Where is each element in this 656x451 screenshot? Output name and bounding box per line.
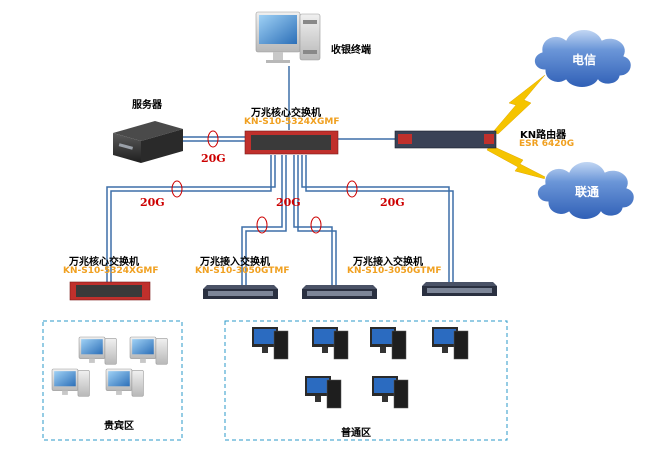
zone-vip-border bbox=[42, 320, 183, 441]
bandwidth-mid: 20G bbox=[276, 196, 301, 209]
zone-vip-label: 贵宾区 bbox=[104, 421, 134, 432]
zones bbox=[42, 320, 508, 441]
sub-core-switch-icon bbox=[69, 281, 151, 301]
lightning-bolt-telecom bbox=[492, 74, 546, 135]
core-switch-icon bbox=[244, 130, 339, 155]
server-led bbox=[118, 143, 134, 150]
tower bbox=[299, 13, 321, 61]
cloud-telecom bbox=[534, 29, 632, 88]
router-model: ESR 6420G bbox=[519, 139, 575, 149]
router-logo bbox=[398, 134, 412, 144]
pc-workstation-icon bbox=[252, 327, 289, 360]
agg-mark-server bbox=[207, 130, 219, 148]
sub-core-switch-model: KN-S10-5324XGMF bbox=[63, 266, 159, 276]
link-core-subcore-b bbox=[110, 155, 272, 282]
agg-mark-mid-left bbox=[256, 216, 268, 234]
router-title: KN路由器 bbox=[520, 130, 567, 141]
access-switch-icon bbox=[203, 282, 497, 299]
zone-normal-border bbox=[224, 320, 508, 441]
access2-top bbox=[302, 285, 377, 289]
core-switch-title: 万兆核心交换机 bbox=[251, 108, 321, 119]
server-top bbox=[113, 121, 183, 141]
agg-mark-left bbox=[171, 180, 183, 198]
imac-screen bbox=[259, 15, 297, 44]
pc-workstation-icon bbox=[370, 327, 407, 360]
isp-unicom-label: 联通 bbox=[575, 185, 600, 199]
imac-neck bbox=[273, 52, 283, 60]
agg-mark-right bbox=[346, 180, 358, 198]
link-core-access1-a bbox=[241, 155, 283, 285]
imac-icon bbox=[51, 368, 90, 397]
network-links bbox=[106, 66, 454, 285]
core-switch-model: KN-S10-5324XGMF bbox=[244, 117, 340, 127]
zone-normal-label: 普通区 bbox=[341, 428, 371, 439]
sub-core-switch-title: 万兆核心交换机 bbox=[69, 257, 139, 268]
cloud-icon bbox=[534, 29, 635, 220]
cloud-unicom bbox=[537, 161, 635, 220]
pos-terminal-label: 收银终端 bbox=[331, 45, 371, 56]
sub-core-switch-panel bbox=[76, 285, 142, 297]
bandwidth-left: 20G bbox=[140, 196, 165, 209]
agg-mark-mid-right bbox=[310, 216, 322, 234]
imac-icon bbox=[129, 336, 168, 365]
access-switch-3 bbox=[422, 282, 497, 296]
pc-workstation-icon bbox=[432, 327, 469, 360]
router-body bbox=[394, 130, 497, 149]
server-label: 服务器 bbox=[132, 100, 162, 111]
access1-ports bbox=[208, 291, 273, 296]
link-core-access3-b bbox=[305, 155, 454, 282]
tower-vent bbox=[303, 20, 317, 24]
server-side bbox=[141, 129, 183, 163]
access-switch-2-title: 万兆接入交换机 bbox=[353, 257, 423, 268]
pc-workstation-icon bbox=[305, 376, 342, 409]
access-switch-2-model: KN-S10-3050GTMF bbox=[347, 266, 442, 276]
tower-vent-2 bbox=[303, 50, 317, 54]
router-icon bbox=[394, 130, 497, 149]
lightning-icon bbox=[486, 74, 554, 182]
normal-zone-computers bbox=[252, 327, 469, 409]
link-core-access1-b bbox=[245, 155, 287, 285]
imac-base bbox=[266, 60, 290, 63]
aggregation-marks bbox=[171, 130, 358, 234]
access2-ports bbox=[307, 291, 372, 296]
access-switch-1 bbox=[203, 285, 278, 299]
access3-top bbox=[422, 282, 497, 286]
access1-top bbox=[203, 285, 278, 289]
access-switch-1-title: 万兆接入交换机 bbox=[200, 257, 270, 268]
link-core-subcore-a bbox=[106, 155, 276, 282]
bandwidth-right: 20G bbox=[380, 196, 405, 209]
link-core-access3-a bbox=[301, 155, 450, 282]
server-box-icon bbox=[113, 121, 183, 163]
link-core-access2-a bbox=[293, 155, 333, 285]
imac-icon bbox=[255, 11, 321, 63]
isp-telecom-label: 电信 bbox=[572, 53, 597, 67]
access-switch-1-model: KN-S10-3050GTMF bbox=[195, 266, 290, 276]
access3-ports bbox=[427, 288, 492, 293]
link-core-access2-b bbox=[297, 155, 337, 285]
router-logo-right bbox=[484, 134, 494, 144]
vip-zone-computers bbox=[51, 336, 168, 397]
pc-workstation-icon bbox=[312, 327, 349, 360]
access-switch-2 bbox=[302, 285, 377, 299]
imac-icon bbox=[105, 368, 144, 397]
lightning-bolt-unicom bbox=[486, 144, 554, 182]
bandwidth-server: 20G bbox=[201, 152, 226, 165]
imac-icon bbox=[78, 336, 117, 365]
pc-workstation-icon bbox=[372, 376, 409, 409]
core-switch-panel bbox=[251, 135, 331, 150]
